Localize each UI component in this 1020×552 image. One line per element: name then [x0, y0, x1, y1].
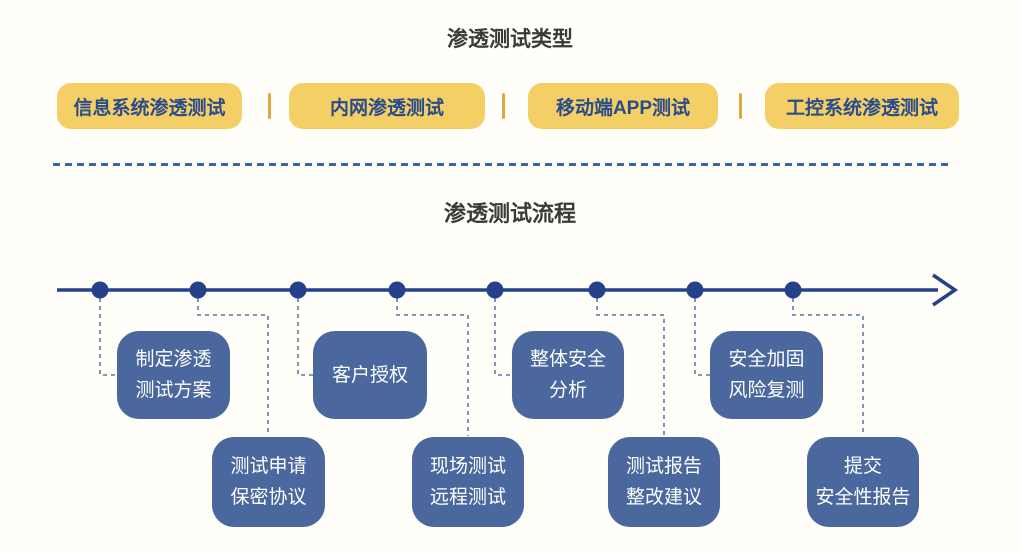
process-step-authorization: 客户授权 — [313, 331, 427, 419]
timeline-arrowhead-icon — [932, 273, 959, 307]
timeline-dot — [486, 281, 504, 299]
timeline-dot — [784, 281, 802, 299]
connector-step-6 — [596, 290, 665, 436]
timeline-dot — [588, 281, 606, 299]
timeline-dot — [91, 281, 109, 299]
connector-step-8 — [792, 290, 864, 436]
process-step-hardening-retest: 安全加固 风险复测 — [710, 331, 823, 419]
timeline-dot — [289, 281, 307, 299]
connector-step-1 — [99, 290, 117, 376]
connector-step-7 — [694, 290, 710, 376]
type-button-information-system[interactable]: 信息系统渗透测试 — [57, 83, 242, 129]
connector-step-5 — [494, 290, 512, 376]
process-step-onsite-remote: 现场测试 远程测试 — [412, 437, 524, 527]
type-button-mobile-app[interactable]: 移动端APP测试 — [528, 83, 718, 129]
type-separator — [502, 93, 505, 119]
type-separator — [268, 93, 271, 119]
connector-step-2 — [197, 290, 269, 436]
process-step-final-report: 提交 安全性报告 — [807, 437, 919, 527]
timeline-dot — [686, 281, 704, 299]
timeline-dot — [388, 281, 406, 299]
process-step-application-nda: 测试申请 保密协议 — [212, 437, 325, 527]
process-step-report-advice: 测试报告 整改建议 — [608, 437, 720, 527]
timeline-dot — [189, 281, 207, 299]
process-timeline — [57, 273, 959, 436]
types-section-title: 渗透测试类型 — [447, 28, 573, 51]
type-button-ics[interactable]: 工控系统渗透测试 — [765, 83, 959, 129]
type-separator — [739, 93, 742, 119]
type-button-intranet[interactable]: 内网渗透测试 — [289, 83, 485, 129]
connector-step-3 — [297, 290, 313, 376]
section-dashed-divider — [53, 163, 952, 166]
process-step-analysis: 整体安全 分析 — [512, 331, 624, 419]
process-section-title: 渗透测试流程 — [443, 201, 576, 226]
process-step-plan: 制定渗透 测试方案 — [117, 331, 230, 419]
